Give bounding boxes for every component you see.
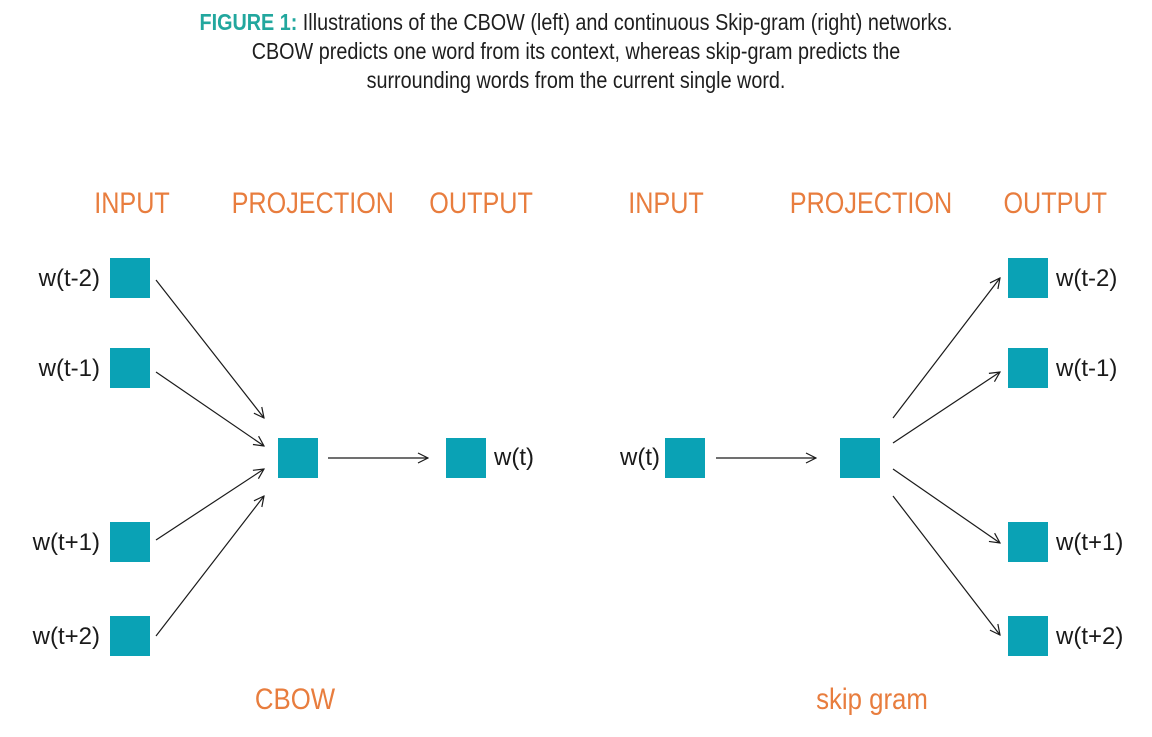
cbow-arrow-input-2 [155, 371, 264, 446]
skipgram-arrow-output-1 [892, 278, 1000, 419]
cbow-arrow-input-1 [155, 279, 264, 418]
cbow-model-label: CBOW [254, 683, 336, 716]
figure-caption: FIGURE 1: Illustrations of the CBOW (lef… [81, 8, 1072, 95]
skipgram-arrow-output-4 [892, 495, 1000, 635]
cbow-output-label: w(t) [494, 444, 534, 471]
cbow-input-label-2: w(t-1) [38, 355, 100, 382]
skipgram-model-label: skip gram [816, 683, 928, 716]
cbow-projection-node [278, 438, 318, 478]
cbow-input-node-3 [110, 522, 150, 562]
cbow-input-node-1 [110, 258, 150, 298]
skipgram-projection-header: PROJECTION [789, 187, 953, 220]
skipgram-input-header: INPUT [628, 187, 704, 220]
skipgram-output-node-3 [1008, 522, 1048, 562]
cbow-projection-header: PROJECTION [231, 187, 395, 220]
cbow-input-label-1: w(t-2) [38, 265, 100, 292]
skipgram-output-label-4: w(t+2) [1056, 623, 1124, 650]
caption-line-2: CBOW predicts one word from its context,… [251, 38, 901, 64]
skipgram-arrow-output-2 [892, 372, 1000, 444]
caption-line-1: Illustrations of the CBOW (left) and con… [302, 9, 953, 35]
skipgram-output-label-1: w(t-2) [1056, 265, 1118, 292]
skipgram-output-label-3: w(t+1) [1056, 529, 1124, 556]
cbow-input-header: INPUT [94, 187, 170, 220]
cbow-input-node-2 [110, 348, 150, 388]
skipgram-input-label: w(t) [620, 444, 660, 471]
skipgram-output-node-2 [1008, 348, 1048, 388]
skipgram-output-label-2: w(t-1) [1056, 355, 1118, 382]
cbow-input-node-4 [110, 616, 150, 656]
cbow-input-label-4: w(t+2) [32, 623, 100, 650]
cbow-arrow-input-3 [155, 469, 264, 541]
cbow-output-node [446, 438, 486, 478]
skipgram-input-node [665, 438, 705, 478]
skipgram-output-node-4 [1008, 616, 1048, 656]
caption-line-3: surrounding words from the current singl… [366, 67, 786, 93]
figure-label: FIGURE 1: [199, 9, 298, 35]
skipgram-output-node-1 [1008, 258, 1048, 298]
cbow-input-label-3: w(t+1) [32, 529, 100, 556]
skipgram-projection-node [840, 438, 880, 478]
cbow-arrow-input-4 [155, 496, 264, 637]
cbow-output-header: OUTPUT [429, 187, 533, 220]
skipgram-arrow-output-3 [892, 468, 1000, 543]
skipgram-output-header: OUTPUT [1003, 187, 1108, 220]
